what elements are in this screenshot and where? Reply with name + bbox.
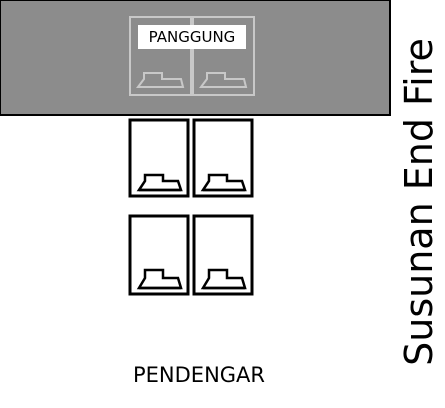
floor-speakers-row-2: [128, 214, 254, 296]
speaker-row1-right: [192, 118, 254, 198]
floor-speakers-row-1: [128, 118, 254, 198]
speaker-row1-left: [128, 118, 190, 198]
side-title: Susunan End Fire: [397, 38, 441, 366]
stage-speaker-left: [129, 16, 192, 96]
stage-label: PANGGUNG: [149, 28, 236, 46]
speaker-row2-right: [192, 214, 254, 296]
audience-label: PENDENGAR: [133, 363, 265, 387]
stage-speakers: [129, 16, 255, 96]
speaker-row2-left: [128, 214, 190, 296]
stage-speaker-right: [192, 16, 255, 96]
stage-label-box: PANGGUNG: [138, 25, 246, 49]
